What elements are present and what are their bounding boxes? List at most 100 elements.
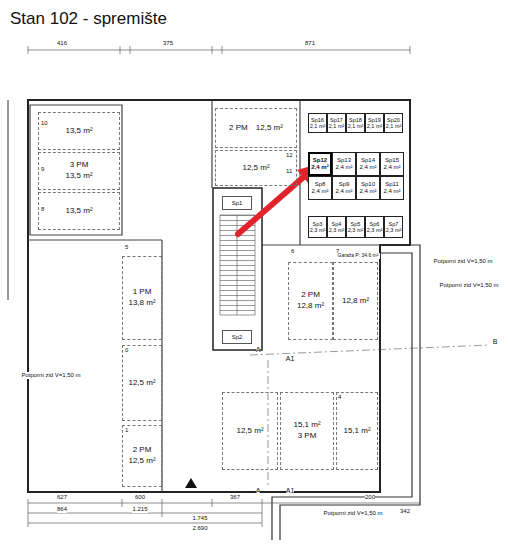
unit-label: 2,4 m² bbox=[311, 188, 328, 195]
section-marker: A1 bbox=[286, 487, 295, 495]
room-note: Garaža P: 34.6 m² bbox=[336, 253, 380, 259]
dimension-line bbox=[28, 50, 410, 51]
stair-core bbox=[213, 188, 262, 350]
parking-bay: 13,5 m² bbox=[38, 112, 120, 150]
room: Sp2 bbox=[222, 330, 252, 344]
dimension-label: 200 bbox=[365, 494, 375, 501]
callout-number: 11 bbox=[286, 168, 292, 175]
unit-label: 2,4 m² bbox=[335, 188, 352, 195]
dimension-label: 375 bbox=[163, 40, 173, 47]
callout-number: 5 bbox=[125, 244, 128, 251]
storage-unit: Sp182,1 m² bbox=[346, 113, 365, 133]
wall-note: Potporni zid V=1,50 m bbox=[436, 282, 502, 289]
area-label: 12,5 m² bbox=[128, 379, 155, 388]
parking-bay: 2 PM 12,5 m² bbox=[215, 108, 297, 148]
unit-label: Sp12 bbox=[313, 157, 327, 164]
parking-bay: 12,5 m² bbox=[122, 345, 162, 421]
unit-label: Sp5 bbox=[351, 221, 361, 227]
unit-label: Sp7 bbox=[389, 221, 399, 227]
dimension-line bbox=[28, 503, 420, 504]
wall-note: Potporni zid V=1,50 m bbox=[20, 372, 82, 379]
callout-number: 4 bbox=[338, 394, 341, 401]
unit-label: Sp3 bbox=[313, 221, 323, 227]
storage-unit: Sp52,3 m² bbox=[346, 216, 365, 238]
parking-bay: 15,1 m²3 PM bbox=[280, 392, 334, 470]
wall-note: Potporni zid V=1,50 m bbox=[430, 258, 496, 265]
area-label: 12,5 m² bbox=[236, 427, 263, 436]
section-marker: A bbox=[256, 346, 261, 354]
callout-number: 1 bbox=[125, 427, 128, 434]
storage-unit: Sp152,4 m² bbox=[380, 152, 404, 176]
callout-number: 9 bbox=[41, 166, 44, 173]
retaining-wall bbox=[280, 245, 420, 540]
parking-bay: 2 PM12,8 m² bbox=[288, 262, 333, 340]
unit-label: 2,1 m² bbox=[367, 123, 383, 129]
storage-unit: Sp172,1 m² bbox=[327, 113, 346, 133]
dimension-label: 600 bbox=[135, 494, 145, 501]
storage-unit: Sp92,4 m² bbox=[332, 176, 356, 200]
unit-label: 2,4 m² bbox=[359, 164, 376, 171]
unit-label: Sp17 bbox=[330, 117, 343, 123]
unit-label: 2,4 m² bbox=[383, 164, 400, 171]
area-label: 12,5 m² bbox=[242, 164, 269, 173]
unit-label: Sp9 bbox=[339, 181, 350, 188]
parking-bay: 1 PM13,8 m² bbox=[122, 256, 162, 340]
dimension-line bbox=[28, 513, 262, 514]
storage-unit: Sp202,1 m² bbox=[384, 113, 403, 133]
unit-label: 2,3 m² bbox=[310, 227, 326, 233]
unit-label: Sp1 bbox=[232, 200, 243, 207]
callout-number: 10 bbox=[41, 120, 48, 127]
storage-unit: Sp162,1 m² bbox=[308, 113, 327, 133]
section-marker: B bbox=[493, 338, 498, 346]
bay-label: 2 PM bbox=[229, 124, 248, 133]
unit-label: 2,4 m² bbox=[359, 188, 376, 195]
area-label: 12,5 m² bbox=[128, 457, 155, 466]
area-label: 13,5 m² bbox=[65, 207, 92, 216]
unit-label: 2,1 m² bbox=[386, 123, 402, 129]
storage-unit: Sp112,4 m² bbox=[380, 176, 404, 200]
room: Sp1 bbox=[222, 196, 252, 210]
unit-label: Sp6 bbox=[370, 221, 380, 227]
inner-wall bbox=[28, 240, 162, 241]
unit-label: 2,1 m² bbox=[348, 123, 364, 129]
area-label: 12,5 m² bbox=[256, 124, 283, 133]
area-label: 15,1 m² bbox=[343, 427, 370, 436]
inner-wall bbox=[211, 100, 212, 188]
dimension-label: 871 bbox=[305, 40, 315, 47]
dimension-label: 416 bbox=[57, 40, 67, 47]
unit-label: Sp8 bbox=[315, 181, 326, 188]
unit-label: 2,4 m² bbox=[383, 188, 400, 195]
bay-label: 2 PM bbox=[133, 446, 152, 455]
dimension-label: 367 bbox=[230, 494, 240, 501]
unit-label: Sp2 bbox=[232, 334, 243, 341]
storage-unit: Sp192,1 m² bbox=[365, 113, 384, 133]
dimension-label: 2.690 bbox=[192, 525, 207, 532]
dimension-tick bbox=[28, 499, 262, 527]
unit-label: Sp20 bbox=[387, 117, 400, 123]
dimension-line bbox=[28, 523, 262, 524]
unit-label: Sp14 bbox=[361, 157, 375, 164]
unit-label: 2,1 m² bbox=[329, 123, 345, 129]
section-marker: A1 bbox=[286, 355, 295, 363]
unit-label: Sp10 bbox=[361, 181, 375, 188]
callout-number: 6 bbox=[291, 248, 294, 255]
unit-label: Sp15 bbox=[385, 157, 399, 164]
section-line bbox=[268, 360, 269, 485]
entry-marker bbox=[185, 478, 197, 488]
parking-bay: 12,8 m² bbox=[333, 262, 378, 340]
unit-label: Sp13 bbox=[337, 157, 351, 164]
unit-label: 2,3 m² bbox=[386, 227, 402, 233]
dimension-tick bbox=[28, 46, 410, 54]
unit-label: Sp11 bbox=[385, 181, 399, 188]
area-label: 13,5 m² bbox=[65, 127, 92, 136]
dimension-label: 342 bbox=[400, 508, 410, 515]
parking-bay: 2 PM 12,5 m² bbox=[122, 425, 162, 487]
retaining-wall bbox=[8, 100, 9, 300]
inner-wall bbox=[30, 105, 122, 235]
area-label: 13,8 m² bbox=[128, 299, 155, 308]
parking-bay: 3 PM13,5 m² bbox=[38, 152, 120, 190]
stair-treads bbox=[237, 215, 238, 315]
retaining-wall bbox=[272, 253, 412, 540]
storage-unit: Sp72,3 m² bbox=[384, 216, 403, 238]
